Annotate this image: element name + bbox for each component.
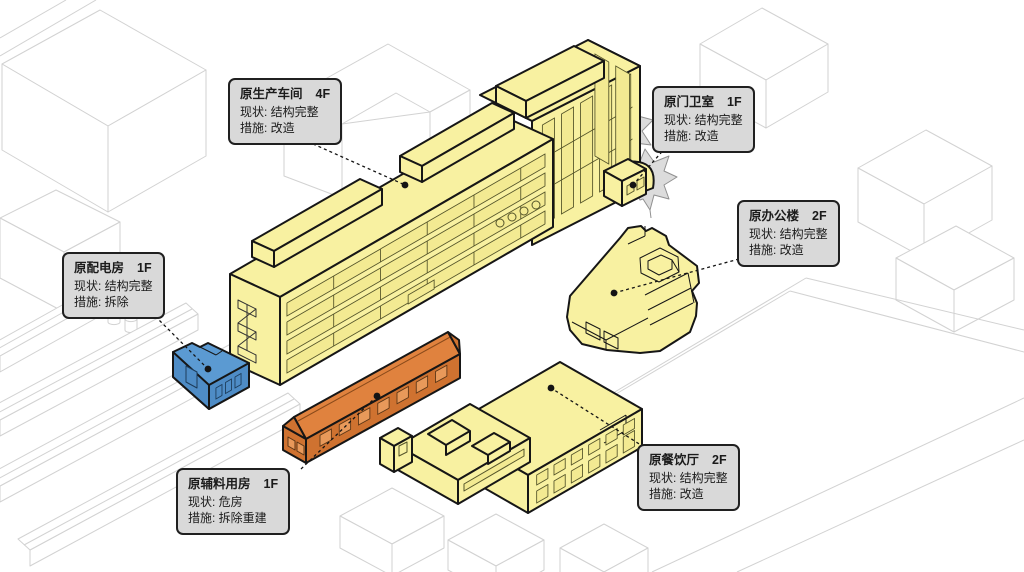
label-status: 现状: 结构完整 (240, 104, 319, 119)
leader-dot (629, 181, 637, 189)
dining-rooftop-box (471, 432, 511, 465)
building-power-room (172, 342, 250, 410)
leader-dot (547, 384, 555, 392)
label-measure: 措施: 改造 (240, 121, 295, 136)
auxiliary-ridge-line (297, 335, 453, 422)
workshop-fire-escape (237, 299, 257, 364)
power-room-windows (215, 372, 242, 400)
leader-lines (150, 138, 740, 470)
label-measure: 措施: 改造 (664, 129, 719, 144)
leader-dot (373, 392, 381, 400)
leader-power-room (150, 311, 209, 370)
leader-dot (204, 365, 212, 373)
workshop-roof-monitor (399, 155, 423, 183)
building-dining-hall (379, 361, 643, 514)
power-room-roof-step (199, 346, 223, 356)
power-room-door (185, 365, 198, 389)
building-auxiliary-room (282, 331, 461, 464)
building-production-workshop (229, 39, 641, 386)
auxiliary-front-windows (319, 364, 448, 447)
leader-dot (610, 289, 618, 297)
dining-annex-window-strip (463, 448, 525, 492)
office-detail-lines (571, 226, 695, 350)
leader-dining-hall (550, 387, 645, 448)
workshop-wing-windows (286, 153, 546, 374)
context-small-boxes (339, 487, 649, 572)
label-status: 现状: 危房 (188, 494, 243, 509)
workshop-portholes (495, 200, 541, 228)
workshop-entrance-canopy (407, 279, 435, 305)
building-office (566, 225, 700, 354)
leader-guard-room (632, 146, 667, 186)
dining-rooftop-box (427, 419, 471, 456)
context-roads (597, 277, 1024, 572)
dining-tower-window (398, 441, 408, 457)
context-box (765, 43, 829, 129)
leader-production-workshop (301, 138, 406, 186)
context-box (953, 257, 1015, 333)
label-status: 现状: 结构完整 (74, 278, 153, 293)
leader-dots (204, 181, 637, 400)
label-status: 现状: 结构完整 (649, 470, 728, 485)
label-measure: 措施: 改造 (649, 487, 704, 502)
label-status: 现状: 结构完整 (664, 112, 743, 127)
auxiliary-end-windows (287, 436, 305, 456)
label-measure: 措施: 拆除重建 (188, 511, 267, 526)
dining-front-windows (536, 417, 635, 504)
workshop-roof-monitor (495, 85, 527, 119)
building-guard-room (603, 158, 655, 207)
label-measure: 措施: 拆除 (74, 295, 129, 310)
label-status: 现状: 结构完整 (749, 226, 828, 241)
workshop-roof-monitor (251, 240, 275, 268)
label-measure: 措施: 改造 (749, 243, 804, 258)
context-box (107, 69, 207, 213)
context-road-line (0, 0, 97, 57)
leader-dot (401, 181, 409, 189)
dining-tower-side (379, 437, 395, 473)
